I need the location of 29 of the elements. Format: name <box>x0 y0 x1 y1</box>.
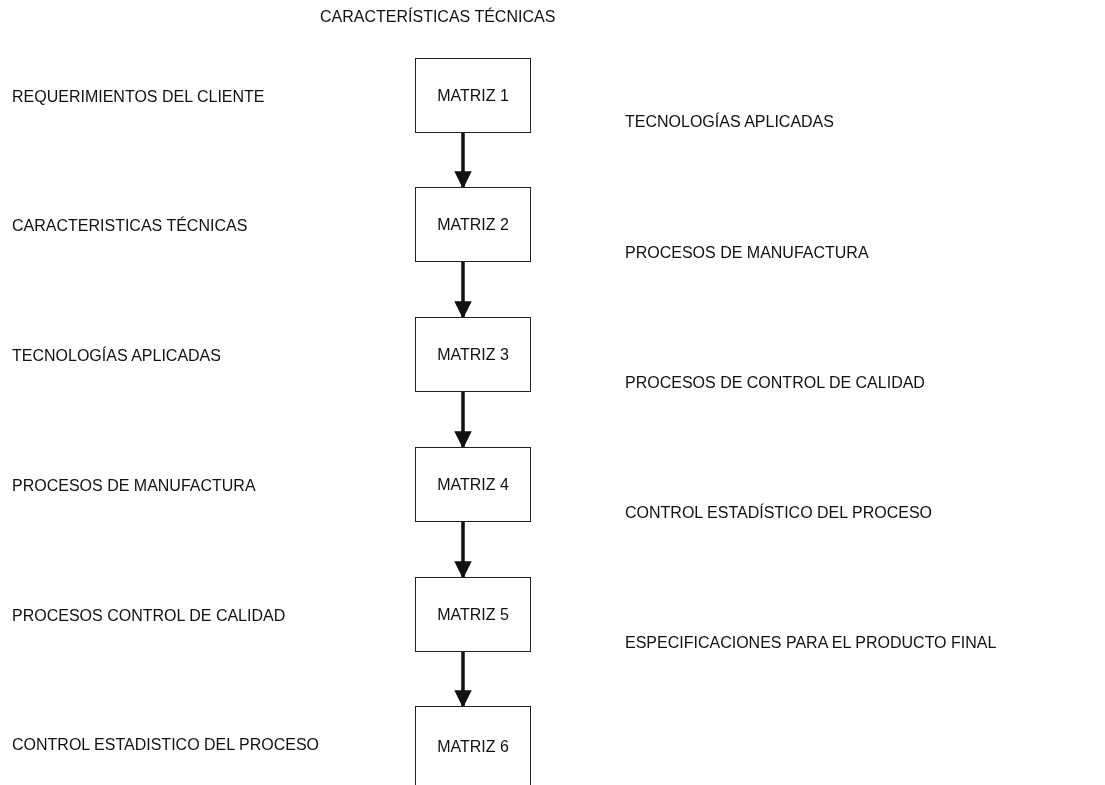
arrow <box>454 262 472 319</box>
matrix-box <box>415 447 531 522</box>
row-label: TECNOLOGÍAS APLICADAS <box>12 347 221 365</box>
row-label: CONTROL ESTADISTICO DEL PROCESO <box>12 736 319 754</box>
arrow <box>454 522 472 579</box>
box-label: MATRIZ 4 <box>437 475 509 494</box>
output-label: CONTROL ESTADÍSTICO DEL PROCESO <box>625 504 932 522</box>
output-label: TECNOLOGÍAS APLICADAS <box>625 113 834 131</box>
row-label: CARACTERISTICAS TÉCNICAS <box>12 217 248 235</box>
box-label: MATRIZ 5 <box>437 605 509 624</box>
output-label: ESPECIFICACIONES PARA EL PRODUCTO FINAL <box>625 634 997 652</box>
box-label: MATRIZ 2 <box>437 215 509 234</box>
box-label: MATRIZ 3 <box>437 345 509 364</box>
box-label: MATRIZ 6 <box>437 738 509 756</box>
matrix-box <box>415 317 531 392</box>
output-label: PROCESOS DE MANUFACTURA <box>625 244 869 262</box>
matrix-box <box>415 577 531 652</box>
output-label: PROCESOS DE CONTROL DE CALIDAD <box>625 374 925 392</box>
matrix-box <box>415 58 531 133</box>
row-label: PROCESOS CONTROL DE CALIDAD <box>12 607 286 625</box>
arrow <box>454 392 472 449</box>
row-label: PROCESOS DE MANUFACTURA <box>12 477 256 495</box>
matrix-box <box>415 706 531 785</box>
box-label: MATRIZ 1 <box>437 86 509 105</box>
arrow <box>454 652 472 708</box>
arrow <box>454 133 472 189</box>
row-label: REQUERIMIENTOS DEL CLIENTE <box>12 88 265 106</box>
matrix-box <box>415 187 531 262</box>
diagram-title: CARACTERÍSTICAS TÉCNICAS <box>320 8 556 26</box>
